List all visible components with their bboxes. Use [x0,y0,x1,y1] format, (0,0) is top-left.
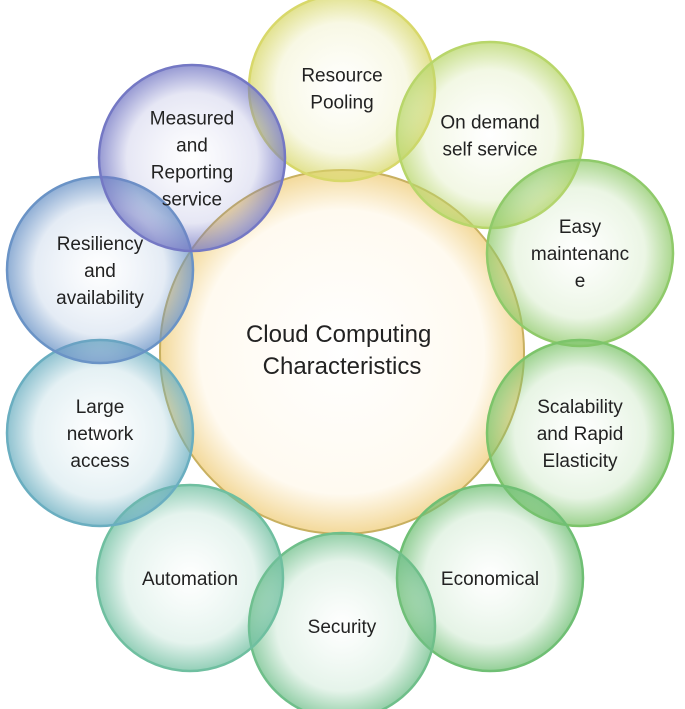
node-label-line: and [176,136,208,157]
node-label: Automation [142,569,238,590]
node-label-line: Elasticity [543,451,618,472]
node-label: Large network access [67,397,134,472]
node-easy-maintenance: Easy maintenanc e [485,158,675,348]
node-label-line: Scalability [537,397,623,418]
node-label-line: network [67,424,134,445]
node-security: Security [247,531,437,709]
node-circle [485,338,675,528]
node-label-line: On demand [440,113,539,134]
node-label: Economical [441,569,539,590]
node-label-line: Resiliency [57,234,144,255]
node-label-line: Measured [150,109,235,130]
node-circle [97,63,287,253]
center-title: Cloud Computing Characteristics [246,321,438,380]
node-label-line: access [70,451,129,472]
node-label: Easy maintenanc e [531,217,629,292]
node-label-line: self service [442,140,537,161]
node-label-line: Large [76,397,125,418]
node-label-line: and Rapid [537,424,624,445]
node-label-line: Pooling [310,93,373,114]
node-label-line: Easy [559,217,602,238]
node-label-line: availability [56,288,144,309]
node-label-line: maintenanc [531,244,629,265]
node-label-line: Economical [441,569,539,590]
node-label-line: and [84,261,116,282]
node-label-line: Resource [301,66,382,87]
node-label: On demand self service [440,113,539,161]
node-label: Security [308,617,377,638]
center-node: Cloud Computing Characteristics [159,169,525,535]
center-title-line: Characteristics [263,353,422,380]
node-label: Resiliency and availability [56,234,144,309]
node-label-line: Reporting [151,163,233,184]
node-label-line: Automation [142,569,238,590]
node-circle [95,483,285,673]
node-label-line: Security [308,617,377,638]
node-label-line: service [162,190,222,211]
node-large-network-access: Large network access [5,338,195,528]
node-automation: Automation [95,483,285,673]
node-label-line: e [575,271,586,292]
center-title-line: Cloud Computing [246,321,431,348]
